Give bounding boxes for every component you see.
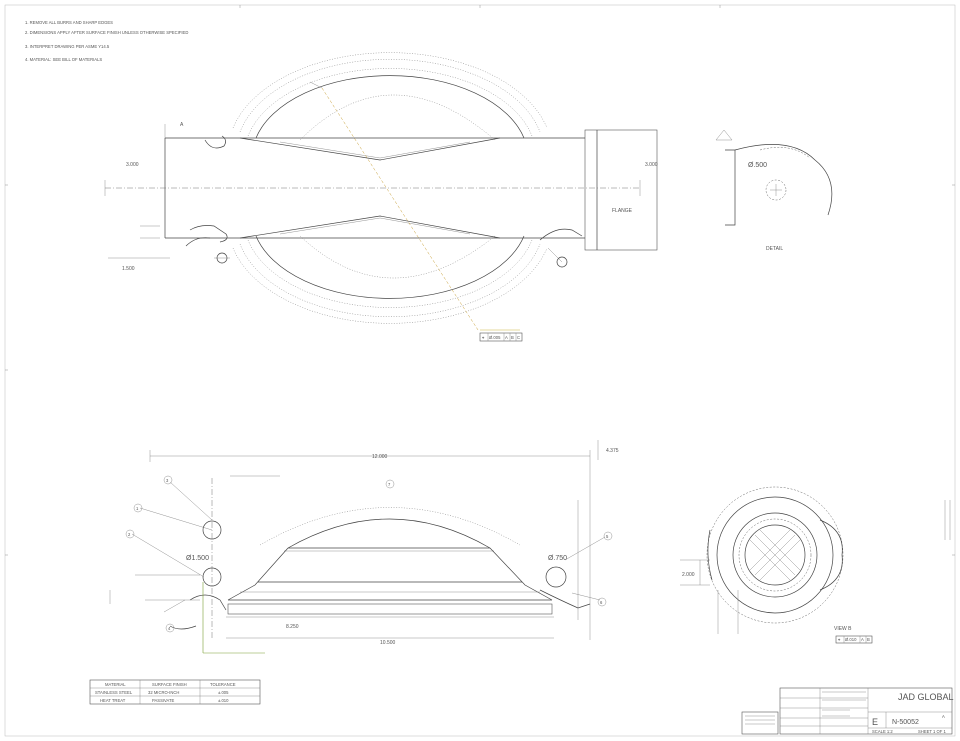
flange-note: FLANGE (612, 208, 633, 214)
top-dim-bottom-left: 1.500 (122, 266, 135, 272)
top-dim-left: 3.000 (126, 162, 139, 168)
svg-text:4: 4 (168, 626, 171, 631)
svg-text:3: 3 (166, 478, 169, 483)
base-dim: 10.500 (380, 640, 396, 646)
svg-text:Ø.005: Ø.005 (489, 335, 501, 340)
svg-text:MATERIAL: MATERIAL (105, 682, 126, 687)
svg-text:⌖: ⌖ (838, 637, 841, 642)
drawing-number: N-50052 (892, 719, 919, 726)
svg-text:B: B (511, 335, 514, 340)
end-view: 2.000 VIEW B ⌖ Ø.010 A B (680, 486, 951, 644)
detail-view: Ø.500 DETAIL (715, 129, 833, 252)
scale: SCALE 1:2 (872, 729, 893, 734)
svg-text:32 MICRO-INCH: 32 MICRO-INCH (148, 690, 179, 695)
svg-text:Ø.010: Ø.010 (845, 637, 857, 642)
svg-text:C: C (517, 335, 520, 340)
note-3: 3. INTERPRET DRAWING PER ASME Y14.5 (25, 44, 110, 49)
side-view: 12.000 4.375 (109, 440, 619, 654)
svg-text:A: A (861, 637, 864, 642)
svg-text:HEAT TREAT: HEAT TREAT (100, 698, 126, 703)
svg-text:TOLERANCE: TOLERANCE (210, 682, 236, 687)
side-balloons: 1 2 3 4 5 6 7 (125, 475, 613, 633)
note-2: 2. DIMENSIONS APPLY AFTER SURFACE FINISH… (25, 30, 188, 35)
svg-text:1: 1 (136, 506, 139, 511)
fcf-top: ⌖ Ø.005 A B C (479, 329, 523, 342)
svg-text:±.010: ±.010 (218, 698, 229, 703)
base-inner-dim: 8.250 (286, 624, 299, 630)
height-dim: 4.375 (606, 448, 619, 454)
svg-text:⌖: ⌖ (482, 335, 485, 340)
top-view: A 3.000 3.000 1.500 FLANGE ⌖ Ø.005 A B C (104, 52, 658, 342)
svg-text:6: 6 (600, 600, 603, 605)
svg-text:2: 2 (128, 532, 131, 537)
note-1: 1. REMOVE ALL BURRS AND SHARP EDGES (25, 20, 113, 25)
sheet-number: SHEET 1 OF 1 (918, 729, 947, 734)
note-4: 4. MATERIAL: SEE BILL OF MATERIALS (25, 57, 102, 62)
svg-text:±.005: ±.005 (218, 690, 229, 695)
company-name: JAD GLOBAL (898, 692, 954, 702)
svg-text:5: 5 (606, 534, 609, 539)
hole-left-callout: Ø1.500 (186, 555, 209, 562)
hole-right-callout: Ø.750 (548, 555, 567, 562)
svg-text:B: B (867, 637, 870, 642)
svg-text:PASSIVATE: PASSIVATE (152, 698, 175, 703)
end-view-note: VIEW B (834, 626, 852, 632)
revision: A (942, 714, 945, 719)
detail-hole-callout: Ø.500 (748, 162, 767, 169)
detail-label: DETAIL (766, 246, 783, 252)
datum-label: A (180, 122, 184, 128)
svg-text:STAINLESS STEEL: STAINLESS STEEL (95, 690, 133, 695)
sheet-border (4, 4, 956, 737)
overall-dim: 12.000 (372, 454, 388, 460)
fcf-end: ⌖ Ø.010 A B (835, 635, 873, 644)
svg-text:A: A (505, 335, 508, 340)
sheet-size: E (872, 717, 878, 727)
end-view-dim: 2.000 (682, 572, 695, 578)
svg-text:SURFACE FINISH: SURFACE FINISH (152, 682, 187, 687)
general-table: MATERIAL SURFACE FINISH TOLERANCE STAINL… (89, 679, 261, 705)
title-block: JAD GLOBAL E N-50052 SCALE 1:2 SHEET 1 O… (741, 687, 954, 735)
svg-text:7: 7 (388, 482, 391, 487)
general-notes: 1. REMOVE ALL BURRS AND SHARP EDGES 2. D… (25, 20, 188, 62)
top-dim-right: 3.000 (645, 162, 658, 168)
